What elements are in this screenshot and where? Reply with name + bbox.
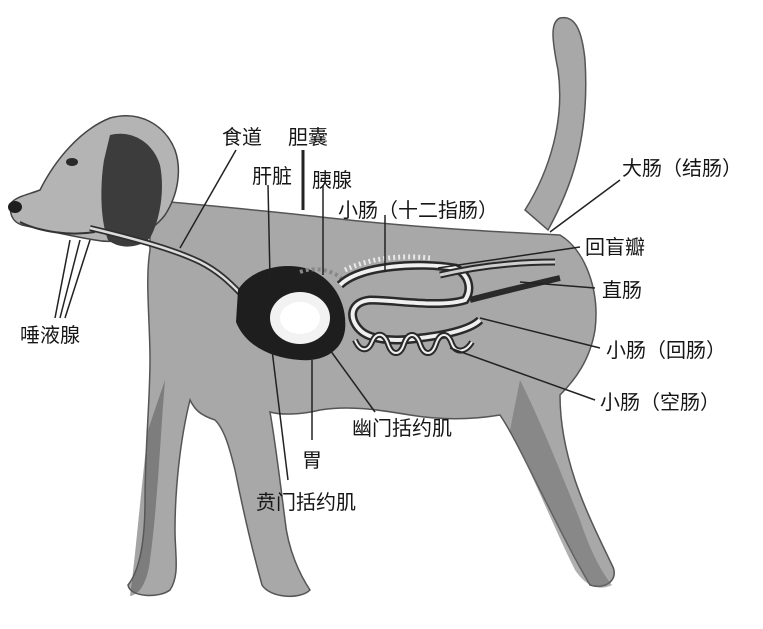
label-stomach: 胃 xyxy=(302,450,322,470)
label-ileum: 小肠（回肠） xyxy=(606,340,726,360)
label-cardiac-sphincter: 贲门括约肌 xyxy=(256,492,356,512)
label-gallbladder: 胆囊 xyxy=(288,127,328,147)
label-pancreas: 胰腺 xyxy=(312,170,352,190)
label-ileocecal-valve: 回盲瓣 xyxy=(585,237,645,257)
label-duodenum: 小肠（十二指肠） xyxy=(338,200,498,220)
label-rectum: 直肠 xyxy=(602,280,642,300)
label-salivary-gland: 唾液腺 xyxy=(20,325,80,345)
label-liver: 肝脏 xyxy=(252,166,292,186)
label-esophagus: 食道 xyxy=(222,127,262,147)
label-jejunum: 小肠（空肠） xyxy=(600,392,720,412)
label-pyloric-sphincter: 幽门括约肌 xyxy=(352,418,452,438)
label-colon: 大肠（结肠） xyxy=(622,158,742,178)
